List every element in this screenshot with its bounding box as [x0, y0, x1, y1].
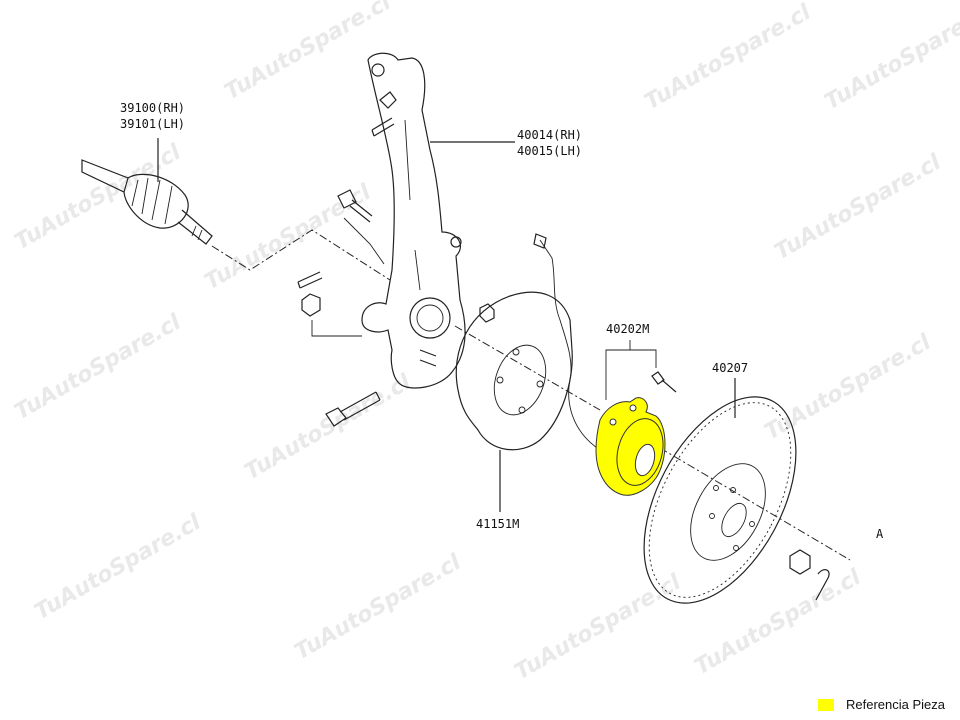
- wheel-axis: [454, 325, 851, 561]
- watermark: TuAutoSpare.cl: [821, 0, 960, 115]
- nut-icon: [301, 293, 321, 317]
- bolt-icon: [337, 189, 373, 223]
- watermark: TuAutoSpare.cl: [11, 310, 186, 426]
- abs-sensor-wire: [539, 239, 601, 451]
- part-label-knuckle-rh[interactable]: 40014(RH): [517, 128, 582, 142]
- watermark: TuAutoSpare.cl: [241, 370, 416, 486]
- nut-icon: [479, 303, 495, 323]
- watermark: TuAutoSpare.cl: [641, 0, 816, 115]
- legend-label: Referencia Pieza: [846, 697, 945, 712]
- watermark: TuAutoSpare.cl: [11, 140, 186, 256]
- part-label-driveshaft-lh[interactable]: 39101(LH): [120, 117, 185, 131]
- steering-knuckle: [361, 52, 466, 389]
- drive-shaft: [81, 159, 213, 245]
- nut-icon: [379, 91, 397, 109]
- part-label-driveshaft-rh[interactable]: 39100(RH): [120, 101, 185, 115]
- part-label-hub[interactable]: 40202M: [606, 322, 649, 336]
- brake-disc: [643, 396, 797, 604]
- legend-swatch: [818, 698, 834, 711]
- part-label-backing-plate[interactable]: 41151M: [476, 517, 519, 531]
- part-label-disc[interactable]: 40207: [712, 361, 748, 375]
- watermark: TuAutoSpare.cl: [691, 565, 866, 681]
- bolt-icon: [325, 391, 381, 427]
- watermark: TuAutoSpare.cl: [31, 510, 206, 626]
- leader-hub: [605, 340, 657, 400]
- watermark: TuAutoSpare.cl: [291, 550, 466, 666]
- driveshaft-axis: [211, 229, 391, 281]
- hub-bolt-icon: [651, 371, 677, 393]
- watermark: TuAutoSpare.cl: [771, 150, 946, 266]
- backing-plate: [455, 291, 573, 451]
- hub-bearing-assembly[interactable]: [595, 397, 670, 496]
- watermark: TuAutoSpare.cl: [511, 570, 686, 686]
- cotter-pin-icon: [815, 569, 830, 601]
- hardware: [297, 91, 495, 427]
- hub-nut-icon: [789, 549, 811, 575]
- legend: Referencia Pieza: [818, 697, 945, 712]
- watermark: TuAutoSpare.cl: [221, 0, 396, 105]
- view-marker: A: [876, 527, 884, 541]
- watermark: TuAutoSpare.cl: [201, 180, 376, 296]
- part-label-knuckle-lh[interactable]: 40015(LH): [517, 144, 582, 158]
- connector-icon: [533, 233, 547, 249]
